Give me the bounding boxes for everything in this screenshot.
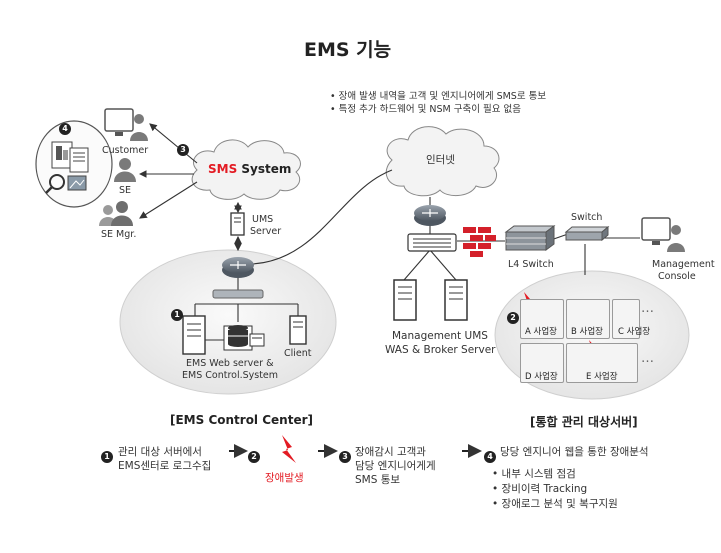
router-left-icon [222,257,254,278]
step-3-marker: 3 [339,444,351,463]
marker-4: 4 [59,116,71,135]
se-mgr-label: SE Mgr. [101,229,137,240]
customer-icon [104,108,148,141]
database-icon [223,325,265,351]
internet-label: 인터넷 [426,154,455,166]
se-mgr-icon [99,201,133,226]
step-4-marker: 4 [484,444,496,463]
mgmt-server-2-icon [444,279,468,321]
site-b [566,299,610,339]
step-4-item-2: • 장비이력 Tracking [492,483,588,495]
mgmt-server-1-icon [393,279,417,321]
switch-icon [564,225,610,242]
firewall-icon [463,227,496,257]
se-label: SE [119,185,132,196]
marker-2: 2 [507,305,519,324]
step-3-line-3: SMS 통보 [355,474,401,486]
site-a [520,299,564,339]
console-label-1: Management [652,259,715,270]
step-3-line-1: 장애감시 고객과 [355,446,426,458]
site-c [612,299,640,339]
site-b-label: B 사업장 [571,327,603,337]
l4-switch-label: L4 Switch [508,259,554,270]
site-c-label: C 사업장 [618,327,651,337]
site-e-label: E 사업장 [586,372,618,382]
sms-suffix: System [237,162,292,176]
step-1-line-1: 관리 대상 서버에서 [118,446,202,458]
step-4-item-3: • 장애로그 분석 및 복구지원 [492,498,618,510]
more-sites-1: … [641,301,654,316]
ems-web-label-2: EMS Control.System [182,370,279,381]
marker-3: 3 [177,137,189,156]
step-3-line-2: 담당 엔지니어게게 [355,460,436,472]
step-1-line-2: EMS센터로 로그수집 [118,460,212,472]
ums-server-icon [230,212,245,236]
mgmt-switch-icon [407,233,457,252]
site-d-label: D 사업장 [525,372,558,382]
sms-prefix: SMS [208,162,238,176]
client-icon [289,315,307,345]
se-icon [114,158,136,182]
step-4-item-1: • 내부 시스템 점검 [492,468,576,480]
l4-switch-icon [504,225,556,251]
switch-label: Switch [571,212,603,223]
ums-label-2: Server [250,226,282,237]
router-internet-icon [414,205,446,226]
sms-system-label: SMS System [208,162,291,176]
mgmt-ums-label-2: WAS & Broker Server [385,344,496,356]
note-2: • 특정 추가 하드웨어 및 NSM 구축이 필요 없음 [330,104,521,115]
step-1-marker: 1 [101,444,113,463]
customer-label: Customer [102,145,149,156]
console-monitor-icon [641,217,685,252]
client-label: Client [284,348,312,359]
report-docs-icon [45,141,89,194]
site-e [566,343,638,383]
ems-center-bubble [119,249,337,395]
note-1: • 장애 발생 내역을 고객 및 엔지니어에게 SMS로 통보 [330,91,547,102]
console-label-2: Console [658,271,696,282]
more-sites-2: … [641,351,654,366]
page-title: EMS 기능 [304,39,392,61]
lightning-icon [282,435,296,463]
switch-left-icon [212,289,264,299]
ums-label-1: UMS [252,214,274,225]
step-2-label: 장애발생 [265,472,304,484]
site-a-label: A 사업장 [525,327,557,337]
ems-web-server-icon [182,315,224,355]
ems-web-label-1: EMS Web server & [186,358,274,369]
step-2-marker: 2 [248,444,260,463]
step-4-label: 당당 엔지니어 웹을 통한 장애분석 [500,446,649,458]
section-left: [EMS Control Center] [170,413,313,427]
mgmt-ums-label-1: Management UMS [392,330,488,342]
sms-cloud [191,139,301,200]
site-d [520,343,564,383]
internet-cloud [385,126,500,197]
marker-1: 1 [171,302,183,321]
section-right: [통합 관리 대상서버] [530,415,638,429]
